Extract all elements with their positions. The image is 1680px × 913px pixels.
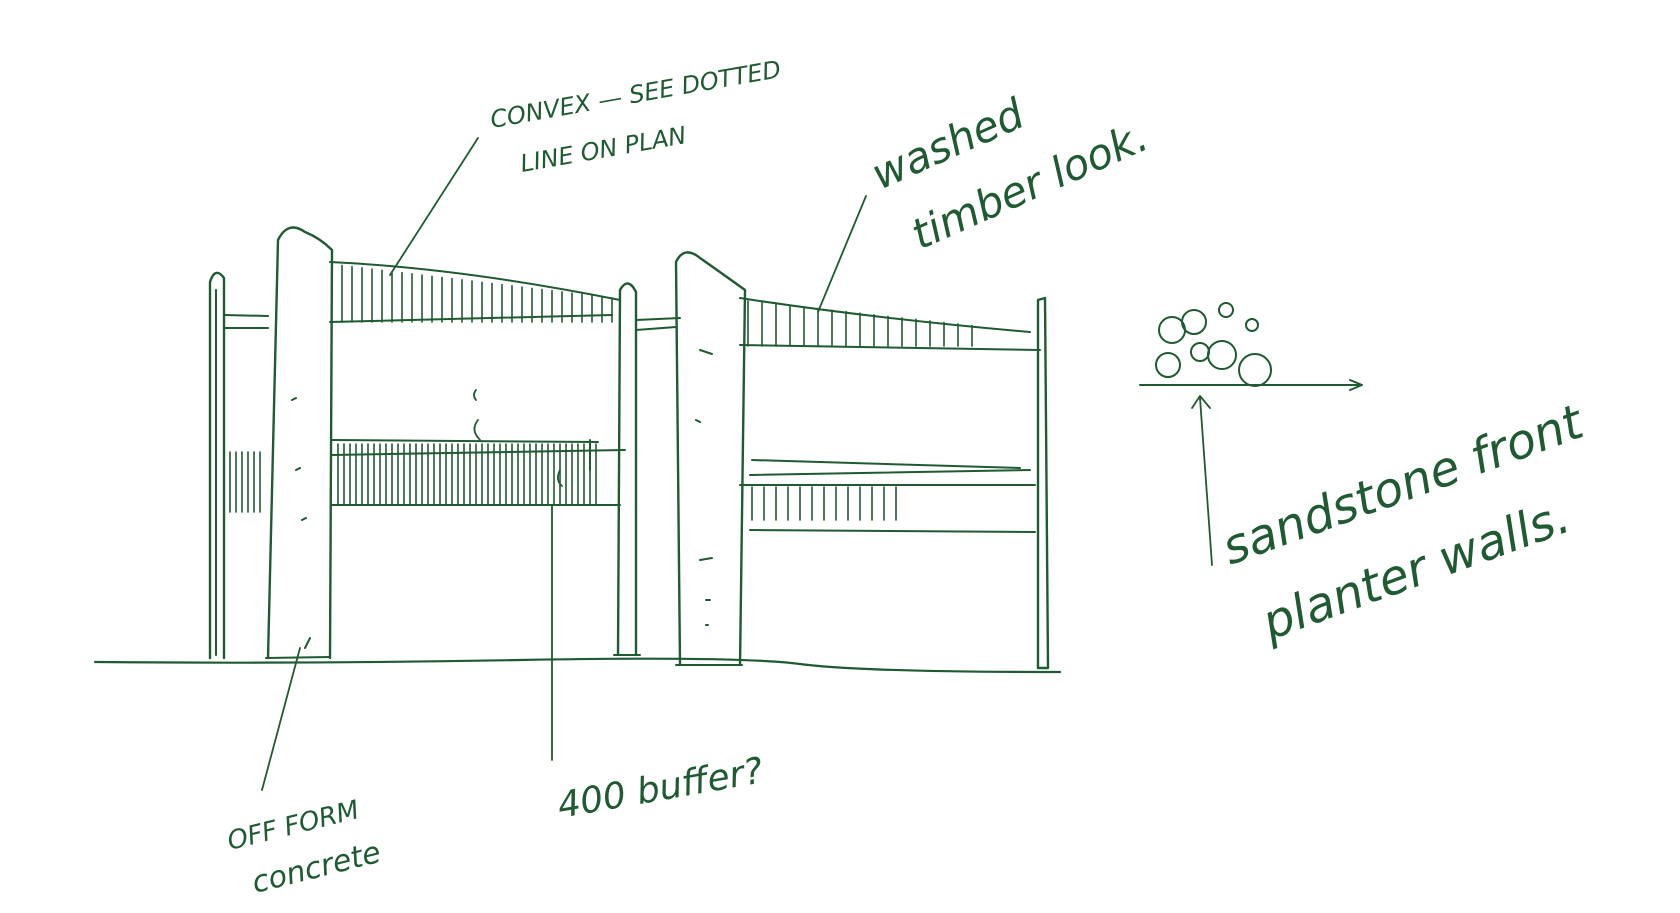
middle-thin-post xyxy=(613,282,641,657)
left-thin-post xyxy=(208,271,226,660)
right-concrete-pier xyxy=(674,251,747,667)
left-lower-slats xyxy=(223,451,261,513)
convex-note-line1: CONVEX — SEE DOTTED xyxy=(488,55,783,134)
connector-rail xyxy=(635,317,681,331)
middle-timber-screen xyxy=(331,389,626,506)
upper-timber-screen xyxy=(329,261,621,323)
sandstone-leader xyxy=(1191,395,1213,566)
left-concrete-pier xyxy=(265,226,334,660)
buffer-note: 400 buffer? xyxy=(554,750,766,826)
left-upper-rail xyxy=(223,314,269,329)
convex-note-line2: LINE ON PLAN xyxy=(518,121,688,178)
convex-leader xyxy=(389,137,479,276)
washed-leader xyxy=(817,195,867,313)
right-upper-timber-screen xyxy=(739,297,1041,351)
sandstone-detail xyxy=(1139,302,1363,391)
right-middle-timber-screen xyxy=(739,459,1036,533)
offform-leader xyxy=(261,647,301,791)
right-end-post xyxy=(1036,296,1050,670)
ground-line xyxy=(93,657,1062,674)
